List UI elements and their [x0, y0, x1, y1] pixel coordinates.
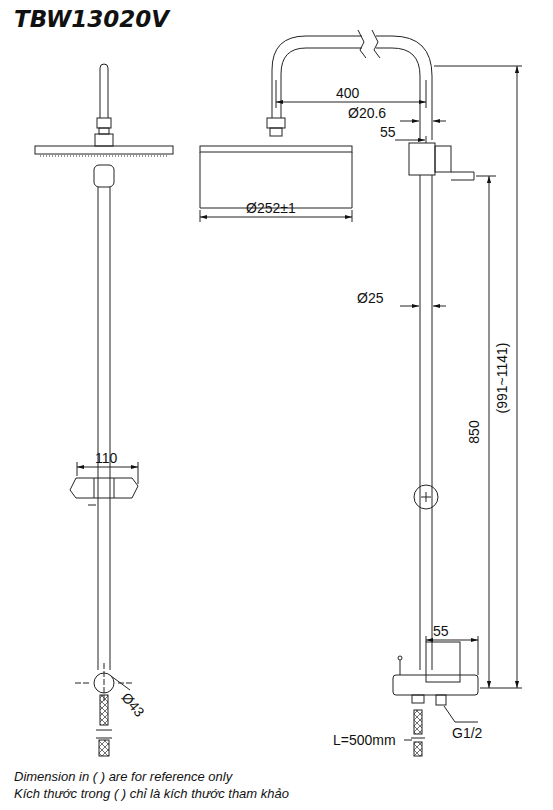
dimension-label: 55 — [380, 125, 396, 139]
dimension-label: 400 — [336, 86, 359, 100]
dimension-label: 110 — [95, 451, 117, 465]
dimension-label: Ø25 — [357, 291, 383, 305]
model-title: TBW13020V — [14, 6, 169, 32]
side-view — [200, 30, 522, 756]
dimension-label: L=500mm — [333, 733, 396, 747]
dimension-label: Ø20.6 — [348, 106, 386, 120]
dimension-label: G1/2 — [452, 726, 482, 740]
dimension-label: Ø252±1 — [246, 201, 296, 215]
dimension-label: Ø43 — [119, 690, 147, 719]
dimension-label: 55 — [433, 624, 449, 638]
front-view — [35, 64, 173, 756]
note-text: Kích thước trong ( ) chỉ là kích thước t… — [14, 787, 289, 800]
dimension-label: 850 — [467, 420, 481, 443]
dimension-label: (991~1141) — [495, 343, 509, 414]
note-text: Dimension in ( ) are for reference only — [14, 770, 232, 783]
